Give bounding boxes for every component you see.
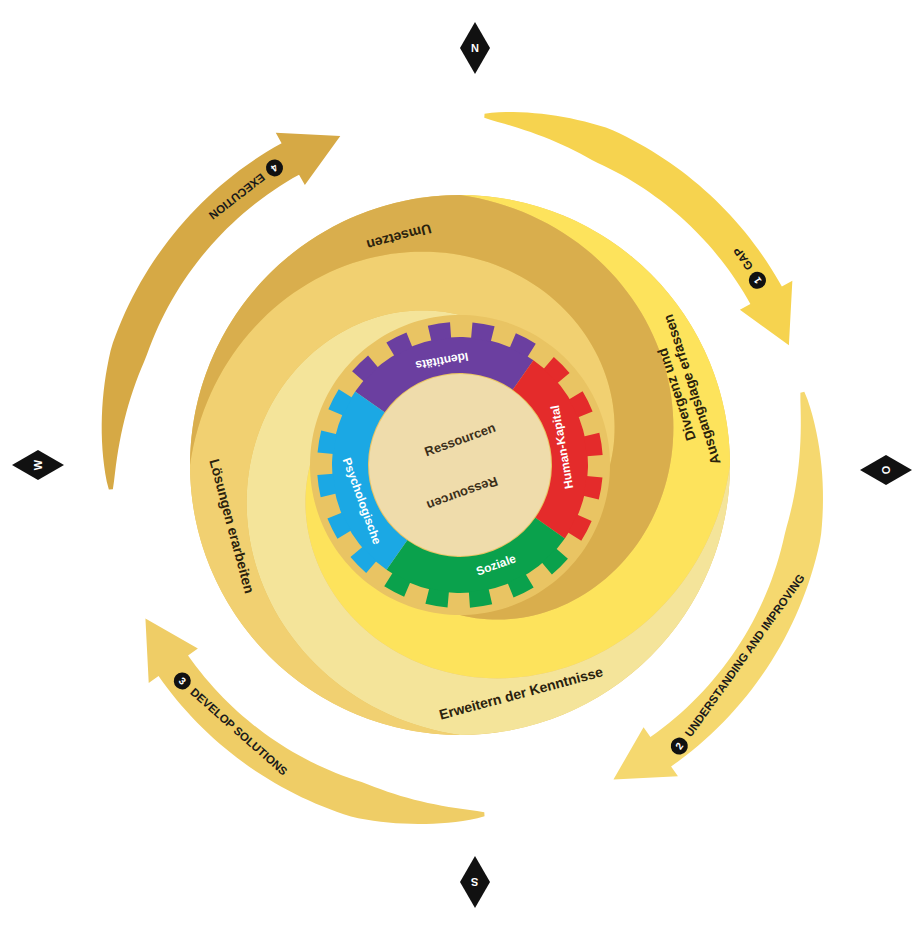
gear-tooth [318, 430, 337, 454]
curved-arrow [102, 133, 341, 490]
gear-tooth [386, 332, 412, 356]
compass-marker: N [460, 22, 490, 74]
compass-shape [860, 455, 912, 485]
disc [190, 195, 730, 735]
gear-tooth [425, 588, 449, 607]
gear-tooth [428, 322, 451, 341]
gear-tooth [569, 391, 593, 417]
compass-letter: S [471, 876, 478, 888]
gear-tooth [584, 433, 603, 456]
gear-tooth [317, 474, 336, 497]
spiral-band [190, 195, 673, 620]
gear-tooth [508, 574, 534, 598]
gear-tooth [568, 515, 592, 541]
gear-tooth [510, 333, 536, 357]
curved-arrow [145, 618, 484, 824]
gear-ring [317, 322, 602, 607]
compass-shape [460, 22, 490, 74]
phase-label: DEVELOP SOLUTIONS [188, 686, 290, 778]
gear-tooth [543, 357, 569, 383]
gear-tooth [384, 573, 410, 597]
compass-letter: N [471, 42, 479, 54]
phase-label: UNDERSTANDING AND IMPROVING [682, 571, 806, 738]
compass-marker: S [460, 856, 490, 908]
gear-tooth [471, 323, 495, 342]
compass-shape [460, 856, 490, 908]
gear-tooth [469, 589, 492, 608]
compass-marker: O [860, 455, 912, 485]
compass-marker: W [12, 450, 64, 480]
gear-tooth [328, 389, 352, 415]
gear-tooth [583, 476, 602, 500]
compass-letter: W [32, 460, 44, 470]
compass-shape [12, 450, 64, 480]
core-circle [368, 373, 552, 557]
gear-tooth [352, 355, 378, 381]
resource-core: RessourcenRessourcen [368, 373, 552, 557]
gear-tooth [327, 513, 351, 539]
gear-tooth [350, 547, 376, 573]
curved-arrow [484, 112, 792, 345]
compass-letter: O [880, 466, 892, 475]
gear-tooth [542, 548, 568, 574]
phase-arrow: 3DEVELOP SOLUTIONS [170, 669, 291, 779]
core-fill [369, 374, 551, 556]
